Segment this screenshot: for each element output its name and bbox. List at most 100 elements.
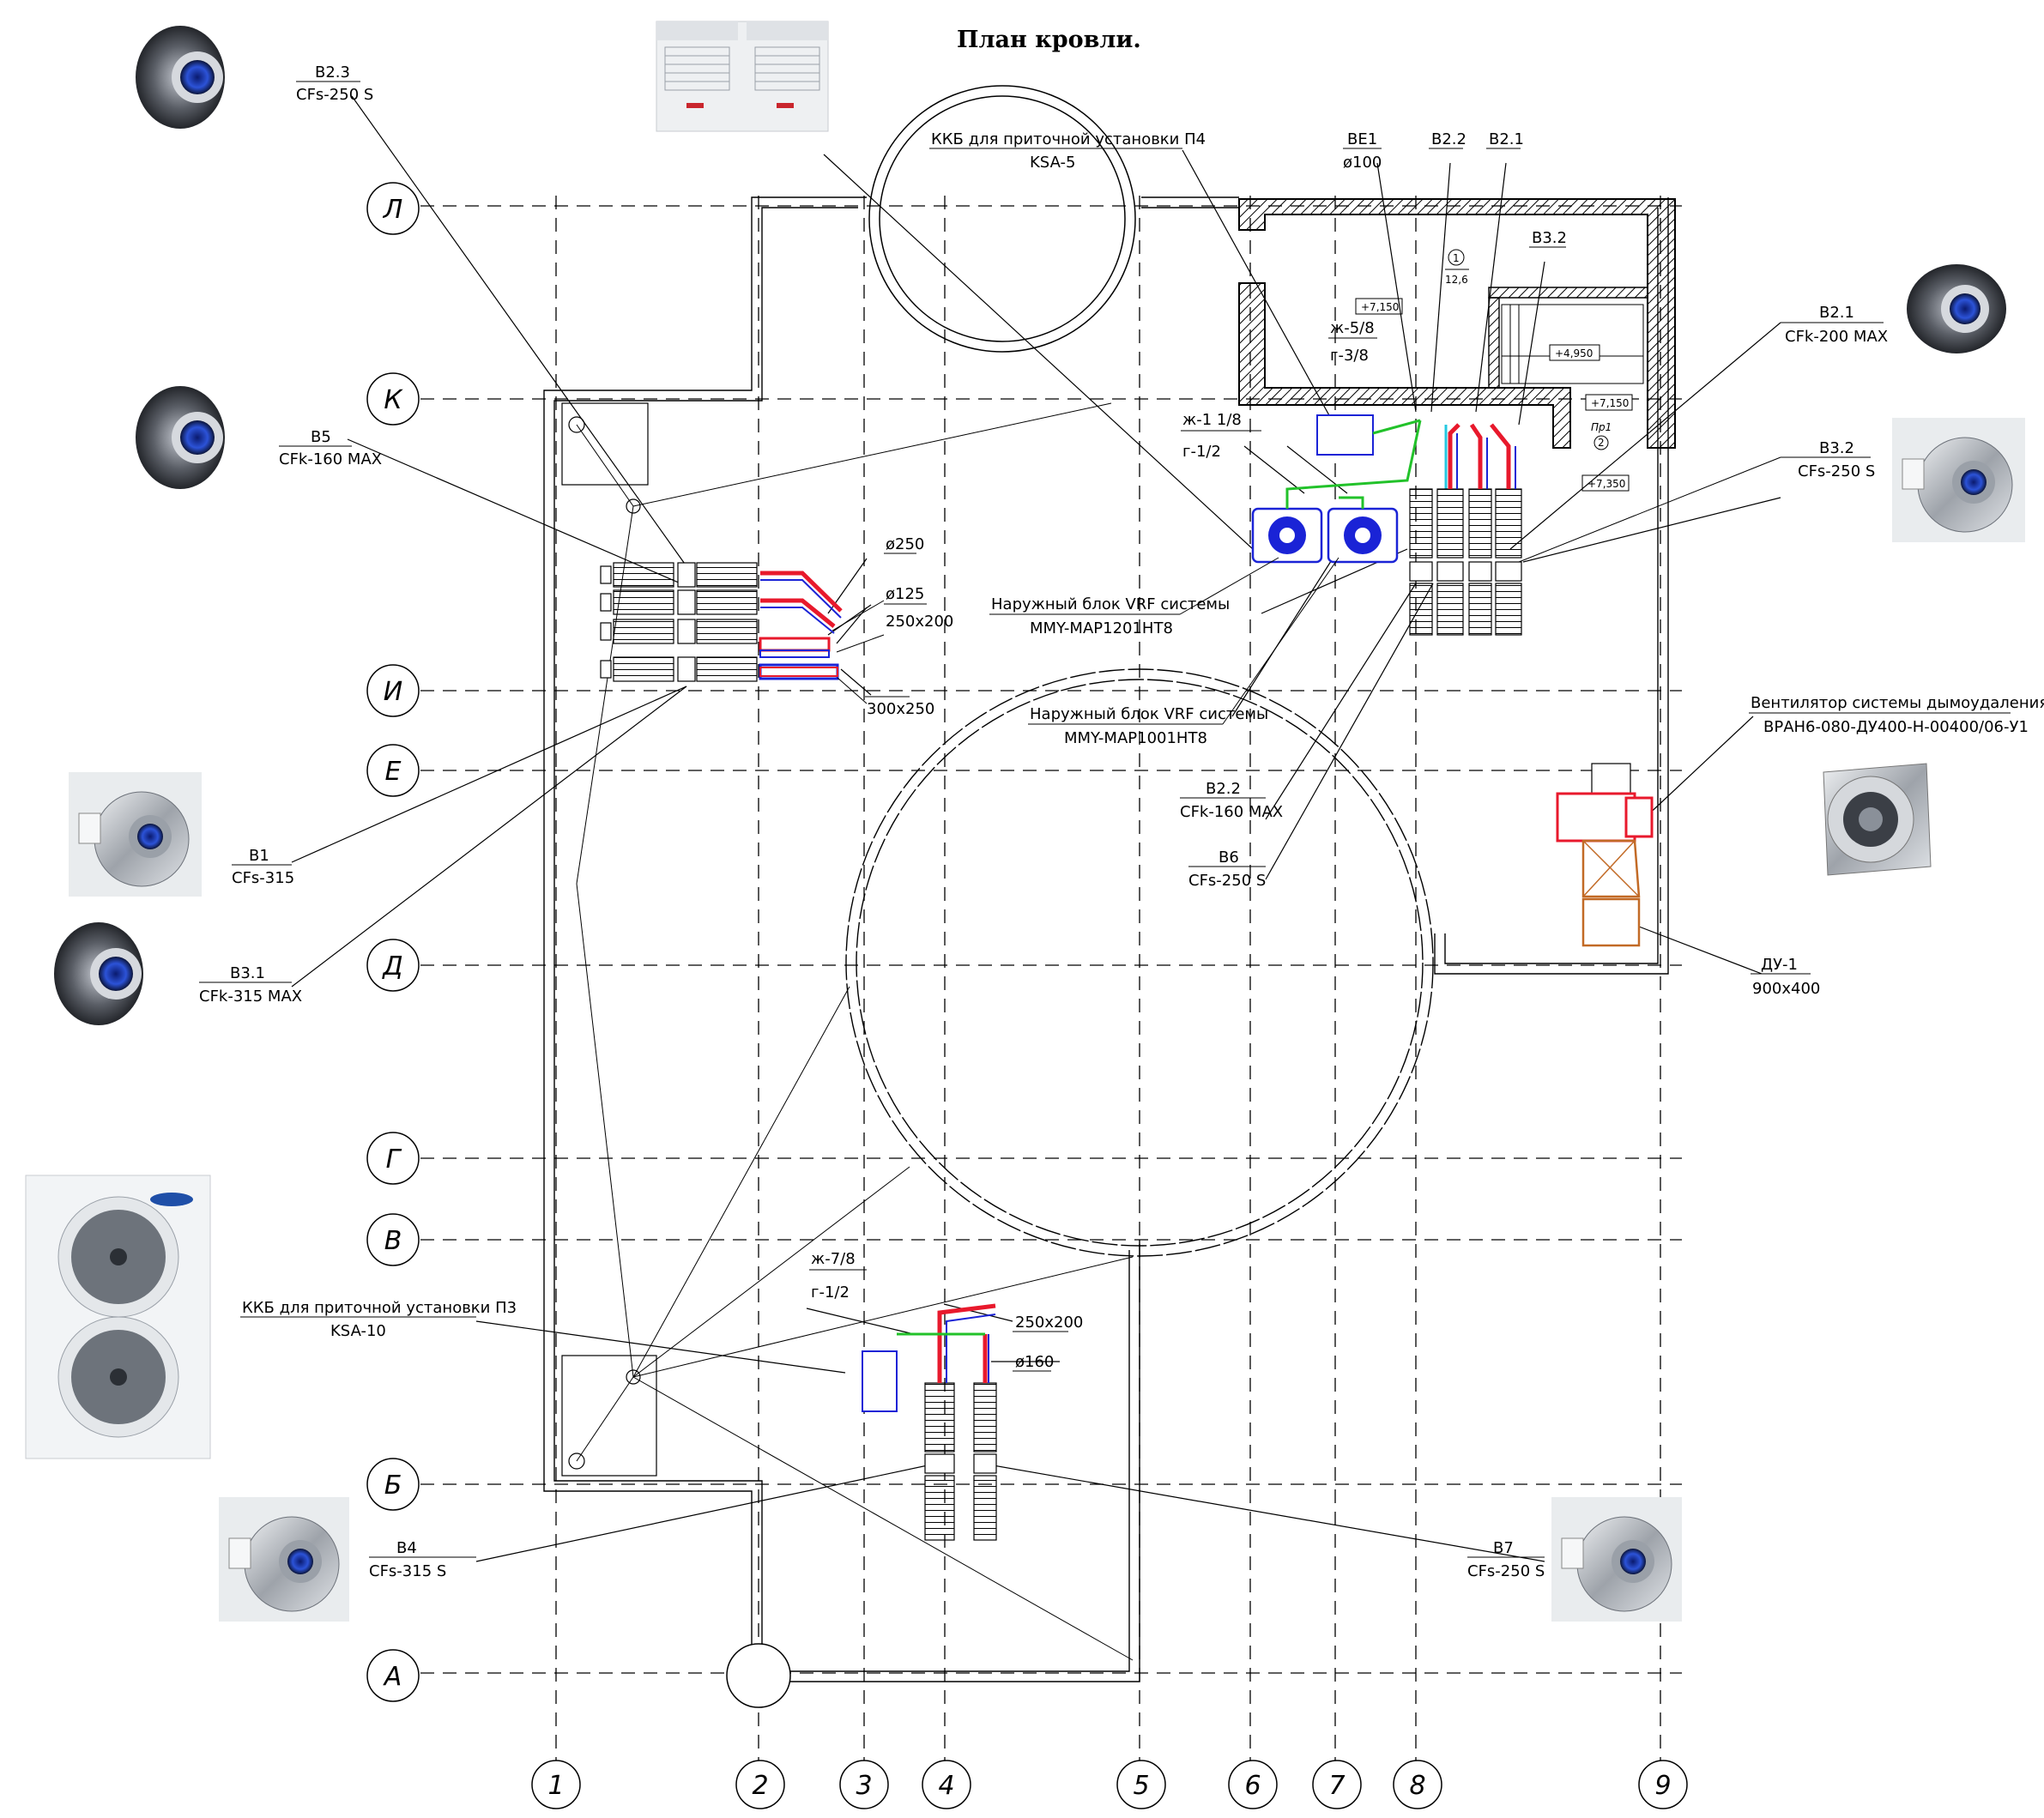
callout-model: CFk-160 MAX — [279, 450, 382, 468]
callout-name: ДУ-1 — [1761, 956, 1798, 974]
callout-name: В2.2 — [1431, 130, 1466, 148]
round-duct-fan-icon — [1907, 264, 2006, 353]
duct-label: 250х200 — [886, 613, 953, 631]
round-duct-fan-icon — [136, 386, 225, 489]
level-mark: +7,150 — [1361, 301, 1399, 313]
axis-bubble-9 — [1638, 1760, 1688, 1809]
column-axis-markers — [531, 1760, 1688, 1809]
axis-label-col: 7 — [1328, 1771, 1345, 1801]
callout-name: Вентилятор системы дымоудаления ДУ1 — [1751, 694, 2044, 712]
callout-name: В2.1 — [1489, 130, 1524, 148]
axis-bubble-8 — [1393, 1760, 1442, 1809]
axis-bubble-6 — [1228, 1760, 1278, 1809]
roof-slopes — [576, 402, 1134, 1661]
axis-bubble-3 — [839, 1760, 889, 1809]
axis-grid — [420, 196, 1682, 1772]
pipe-gas-label: г-3/8 — [1330, 347, 1369, 365]
pr1-label: Пр1 — [1591, 421, 1612, 433]
page-title: План кровли. — [957, 27, 1141, 53]
callout-name: В2.2 — [1206, 780, 1241, 798]
centrifugal-smoke-fan-icon — [1823, 763, 1932, 876]
callout-vrf1: Наружный блок VRF системы MMY-MAP1201HT8 — [989, 557, 1279, 637]
axis-bubble-5 — [1116, 1760, 1166, 1809]
vrf-outdoor-unit-icon — [656, 21, 829, 132]
row-axis-labels: Л К И Е Д Г В Б А — [381, 195, 403, 1692]
axis-bubble-1 — [531, 1760, 581, 1809]
duct-label: ø160 — [1015, 1353, 1054, 1371]
callout-model: 900х400 — [1752, 980, 1820, 998]
axis-label-row: Л — [383, 195, 403, 225]
galvanized-duct-fan-icon — [1892, 418, 2025, 542]
callout-model: CFs-315 S — [369, 1562, 446, 1580]
callout-be1: ВЕ1 ø100 — [1343, 130, 1382, 172]
callout-model: CFk-160 MAX — [1180, 803, 1283, 821]
callout-name: Наружный блок VRF системы — [1030, 705, 1268, 723]
callout-model: KSA-10 — [330, 1322, 386, 1340]
callout-b21top: В2.1 — [1486, 130, 1524, 149]
callout-name: Наружный блок VRF системы — [991, 595, 1230, 613]
pipe-labels: ж-5/8 г-3/8 ж-1 1/8 г-1/2 ж-7/8 г-1/2 — [809, 319, 1377, 1302]
marker-value: 12,6 — [1445, 274, 1468, 286]
callout-model: CFs-250 S — [1798, 462, 1875, 480]
callout-model: CFs-250 S — [296, 86, 373, 104]
callout-name: В7 — [1493, 1539, 1514, 1557]
callout-name: В3.2 — [1819, 439, 1854, 457]
axis-bubble-A — [366, 1649, 420, 1702]
axis-label-col: 9 — [1654, 1771, 1671, 1801]
duct-label: ø125 — [886, 585, 924, 603]
marker-number: 1 — [1453, 252, 1460, 264]
callout-b32r: В3.2 CFs-250 S — [1518, 439, 1875, 563]
column-axis-labels: 1 2 3 4 5 6 7 8 9 — [547, 1771, 1671, 1801]
axis-bubble-B — [366, 1458, 420, 1511]
callout-b5: В5 CFk-160 MAX — [279, 428, 382, 468]
vrf-outdoor-units — [1251, 414, 1399, 564]
axis-bubble-L — [366, 182, 420, 235]
callout-b6: В6 CFs-250 S — [1188, 849, 1266, 890]
atrium-circle — [845, 668, 1434, 1257]
duct-fan-group-bottom — [862, 1303, 997, 1541]
callout-model: CFs-250 S — [1467, 1562, 1545, 1580]
duct-fan-group-top — [1409, 423, 1522, 636]
level-mark: +7,150 — [1591, 397, 1629, 409]
callout-model: CFs-315 — [232, 869, 294, 887]
callout-b21r: В2.1 CFk-200 MAX — [1781, 304, 1888, 346]
callout-model: MMY-MAP1201HT8 — [1030, 619, 1173, 637]
callout-model: ø100 — [1343, 154, 1382, 172]
row-axis-markers — [366, 182, 420, 1702]
pr1-number: 2 — [1598, 437, 1605, 449]
duct-label: 250х200 — [1015, 1314, 1083, 1332]
level-mark: +7,350 — [1587, 478, 1625, 490]
round-duct-fan-icon — [54, 922, 143, 1025]
axis-label-col: 5 — [1133, 1771, 1149, 1801]
axis-bubble-K — [366, 372, 420, 426]
pipe-liquid-label: ж-5/8 — [1330, 319, 1375, 337]
duct-label: ø250 — [886, 535, 924, 553]
roof-outline — [543, 196, 1669, 1682]
axis-bubble-7 — [1312, 1760, 1362, 1809]
callout-b22: В2.2 CFk-160 MAX — [1180, 780, 1283, 821]
callout-model: CFk-315 MAX — [199, 988, 302, 1006]
duct-labels: ø250 ø125 250х200 300х250 250х200 ø160 — [865, 535, 1083, 1372]
pipe-liquid-label: ж-7/8 — [811, 1250, 856, 1268]
axis-label-col: 2 — [752, 1771, 768, 1801]
callout-name: ККБ для приточной установки П3 — [242, 1299, 517, 1317]
axis-label-row: И — [384, 677, 402, 707]
axis-label-col: 1 — [547, 1771, 564, 1801]
axis-bubble-4 — [922, 1760, 971, 1809]
axis-bubble-D — [366, 939, 420, 992]
callout-name: В4 — [396, 1539, 417, 1557]
kkb-p3-unit — [862, 1350, 898, 1412]
callout-name: В3.2 — [1532, 229, 1567, 247]
callout-b4: В4 CFs-315 S — [369, 1539, 476, 1580]
callout-kkb4: ККБ для приточной установки П4 KSA-5 — [929, 130, 1206, 172]
callout-name: В1 — [249, 847, 269, 865]
axis-label-col: 3 — [856, 1771, 872, 1801]
axis-label-col: 8 — [1409, 1771, 1425, 1801]
axis-label-row: К — [384, 385, 403, 415]
callout-b32top: В3.2 — [1529, 229, 1567, 248]
callout-name: ВЕ1 — [1347, 130, 1377, 148]
axis-bubble-V — [366, 1213, 420, 1266]
callout-b22top: В2.2 — [1429, 130, 1466, 149]
